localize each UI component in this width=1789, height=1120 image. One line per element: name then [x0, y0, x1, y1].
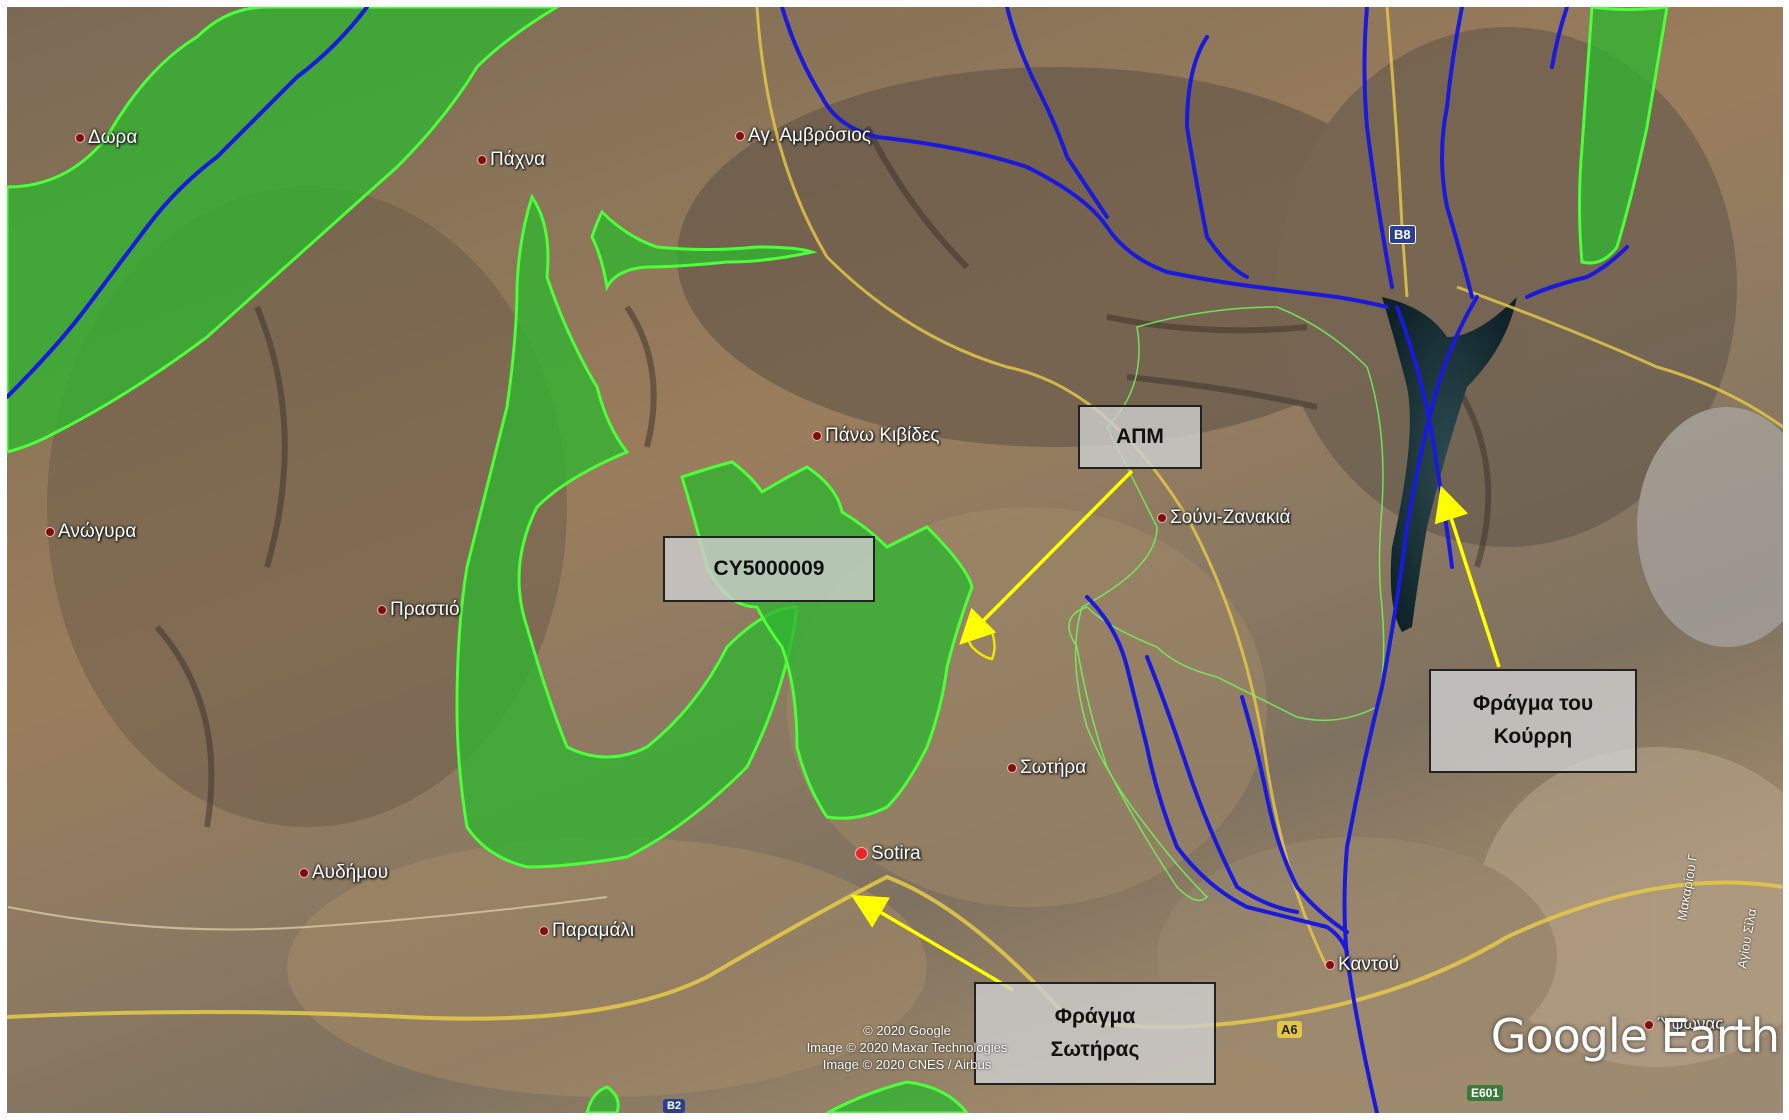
place-pin-icon [477, 154, 487, 165]
river-north4 [1362, 7, 1394, 289]
satellite-map[interactable]: Δωρα Πάχνα Αγ. Αμβρόσιος Πάνω Κιβίδες Σο… [7, 7, 1783, 1113]
road-shield-b8: B8 [1389, 225, 1416, 244]
road-east [1456, 285, 1783, 429]
ridge-shadows [154, 125, 1492, 828]
place-paramali[interactable]: Παραμάλι [539, 920, 634, 942]
place-pin-icon [1157, 512, 1167, 523]
road-a6 [7, 874, 1783, 1029]
natura-strip-northwest [7, 7, 560, 454]
callout-kourris-dam-line1: Φράγμα του [1472, 692, 1594, 716]
imagery-copyright: © 2020 Google Image © 2020 Maxar Technol… [787, 1022, 1027, 1073]
callout-kourris-dam-line2: Κούρρη [1493, 725, 1573, 748]
place-pin-icon [855, 847, 868, 861]
river-northeast [1525, 245, 1629, 299]
natura-patch-south1 [585, 1085, 620, 1113]
place-anogyra[interactable]: Ανώγυρα [45, 521, 136, 543]
natura-cy5000009-north-arm [590, 209, 818, 292]
kourris-reservoir [1382, 297, 1517, 632]
place-pin-icon [45, 526, 55, 537]
river-south-west-trib [1085, 595, 1349, 954]
road-north [1385, 7, 1409, 298]
place-pin-icon [1007, 762, 1017, 773]
callout-sotira-dam-line2: Σωτήρας [1050, 1037, 1140, 1061]
road-shield-b2: B2 [663, 1099, 686, 1113]
arrow-apm [959, 469, 1134, 645]
place-pano-kivides[interactable]: Πάνω Κιβίδες [812, 425, 940, 447]
apm-boundary-outline [1068, 306, 1385, 902]
callout-natura-site-label: CY5000009 [713, 556, 825, 580]
place-souni-zanakia[interactable]: Σούνι-Ζανακιά [1157, 507, 1291, 529]
place-ypsonas[interactable]: Ύψωνας [1644, 1014, 1723, 1034]
callout-natura-site: CY5000009 [663, 536, 875, 602]
road-shield-e601: E601 [1467, 1085, 1504, 1101]
road-shield-a6: A6 [1277, 1021, 1302, 1038]
arrow-kourris-dam [1434, 485, 1501, 668]
copyright-maxar: Image © 2020 Maxar Technologies [806, 1040, 1008, 1055]
place-pin-icon [377, 604, 387, 615]
copyright-cnes: Image © 2020 CNES / Airbus [822, 1057, 992, 1072]
river-north1 [780, 7, 1389, 309]
copyright-google: © 2020 Google [863, 1023, 951, 1038]
natura-strip-northeast [1578, 7, 1669, 265]
place-ag-amvrosios[interactable]: Αγ. Αμβρόσιος [735, 125, 871, 147]
callout-arrows [850, 469, 1501, 992]
arrow-sotira-dam [850, 894, 1014, 992]
place-dora[interactable]: Δωρα [75, 127, 137, 149]
river-kouris-west-branch [1395, 305, 1454, 569]
place-pin-icon [539, 925, 549, 936]
callout-kourris-dam: Φράγμα του Κούρρη [1429, 669, 1637, 773]
callout-apm: ΑΠΜ [1078, 405, 1202, 469]
river-north5 [1440, 7, 1474, 299]
river-northwest [7, 7, 369, 399]
road-west [7, 896, 608, 931]
callout-sotira-dam: Φράγμα Σωτήρας [974, 982, 1216, 1085]
place-sotira-gr[interactable]: Σωτήρα [1007, 757, 1086, 779]
place-sotira[interactable]: Sotira [855, 843, 921, 865]
google-earth-logo: Google Earth [1490, 1009, 1780, 1063]
callout-apm-label: ΑΠΜ [1116, 424, 1164, 448]
river-north2 [1005, 7, 1109, 219]
river-north6 [1550, 7, 1569, 69]
natura-areas [7, 7, 1669, 1113]
river-south-mid-trib [1240, 695, 1349, 934]
callout-sotira-dam-line1: Φράγμα [1054, 1004, 1136, 1028]
place-pin-icon [1325, 959, 1335, 970]
place-prastio[interactable]: Πραστιό [377, 599, 460, 621]
place-pin-icon [299, 867, 309, 878]
place-avdimou[interactable]: Αυδήμου [299, 862, 388, 884]
natura-patch-south2 [826, 1080, 969, 1113]
place-pin-icon [1644, 1019, 1654, 1030]
place-pachna[interactable]: Πάχνα [477, 149, 545, 171]
place-pin-icon [812, 430, 822, 441]
river-kouris-main [1342, 295, 1479, 1113]
rivers [7, 7, 1629, 1113]
map-overlays [7, 7, 1783, 1113]
place-pin-icon [75, 132, 85, 143]
roads [7, 7, 1783, 1029]
place-kantou[interactable]: Καντού [1325, 954, 1399, 976]
river-north3 [1185, 35, 1249, 279]
river-south-east-trib [1145, 655, 1299, 914]
place-pin-icon [735, 130, 745, 141]
